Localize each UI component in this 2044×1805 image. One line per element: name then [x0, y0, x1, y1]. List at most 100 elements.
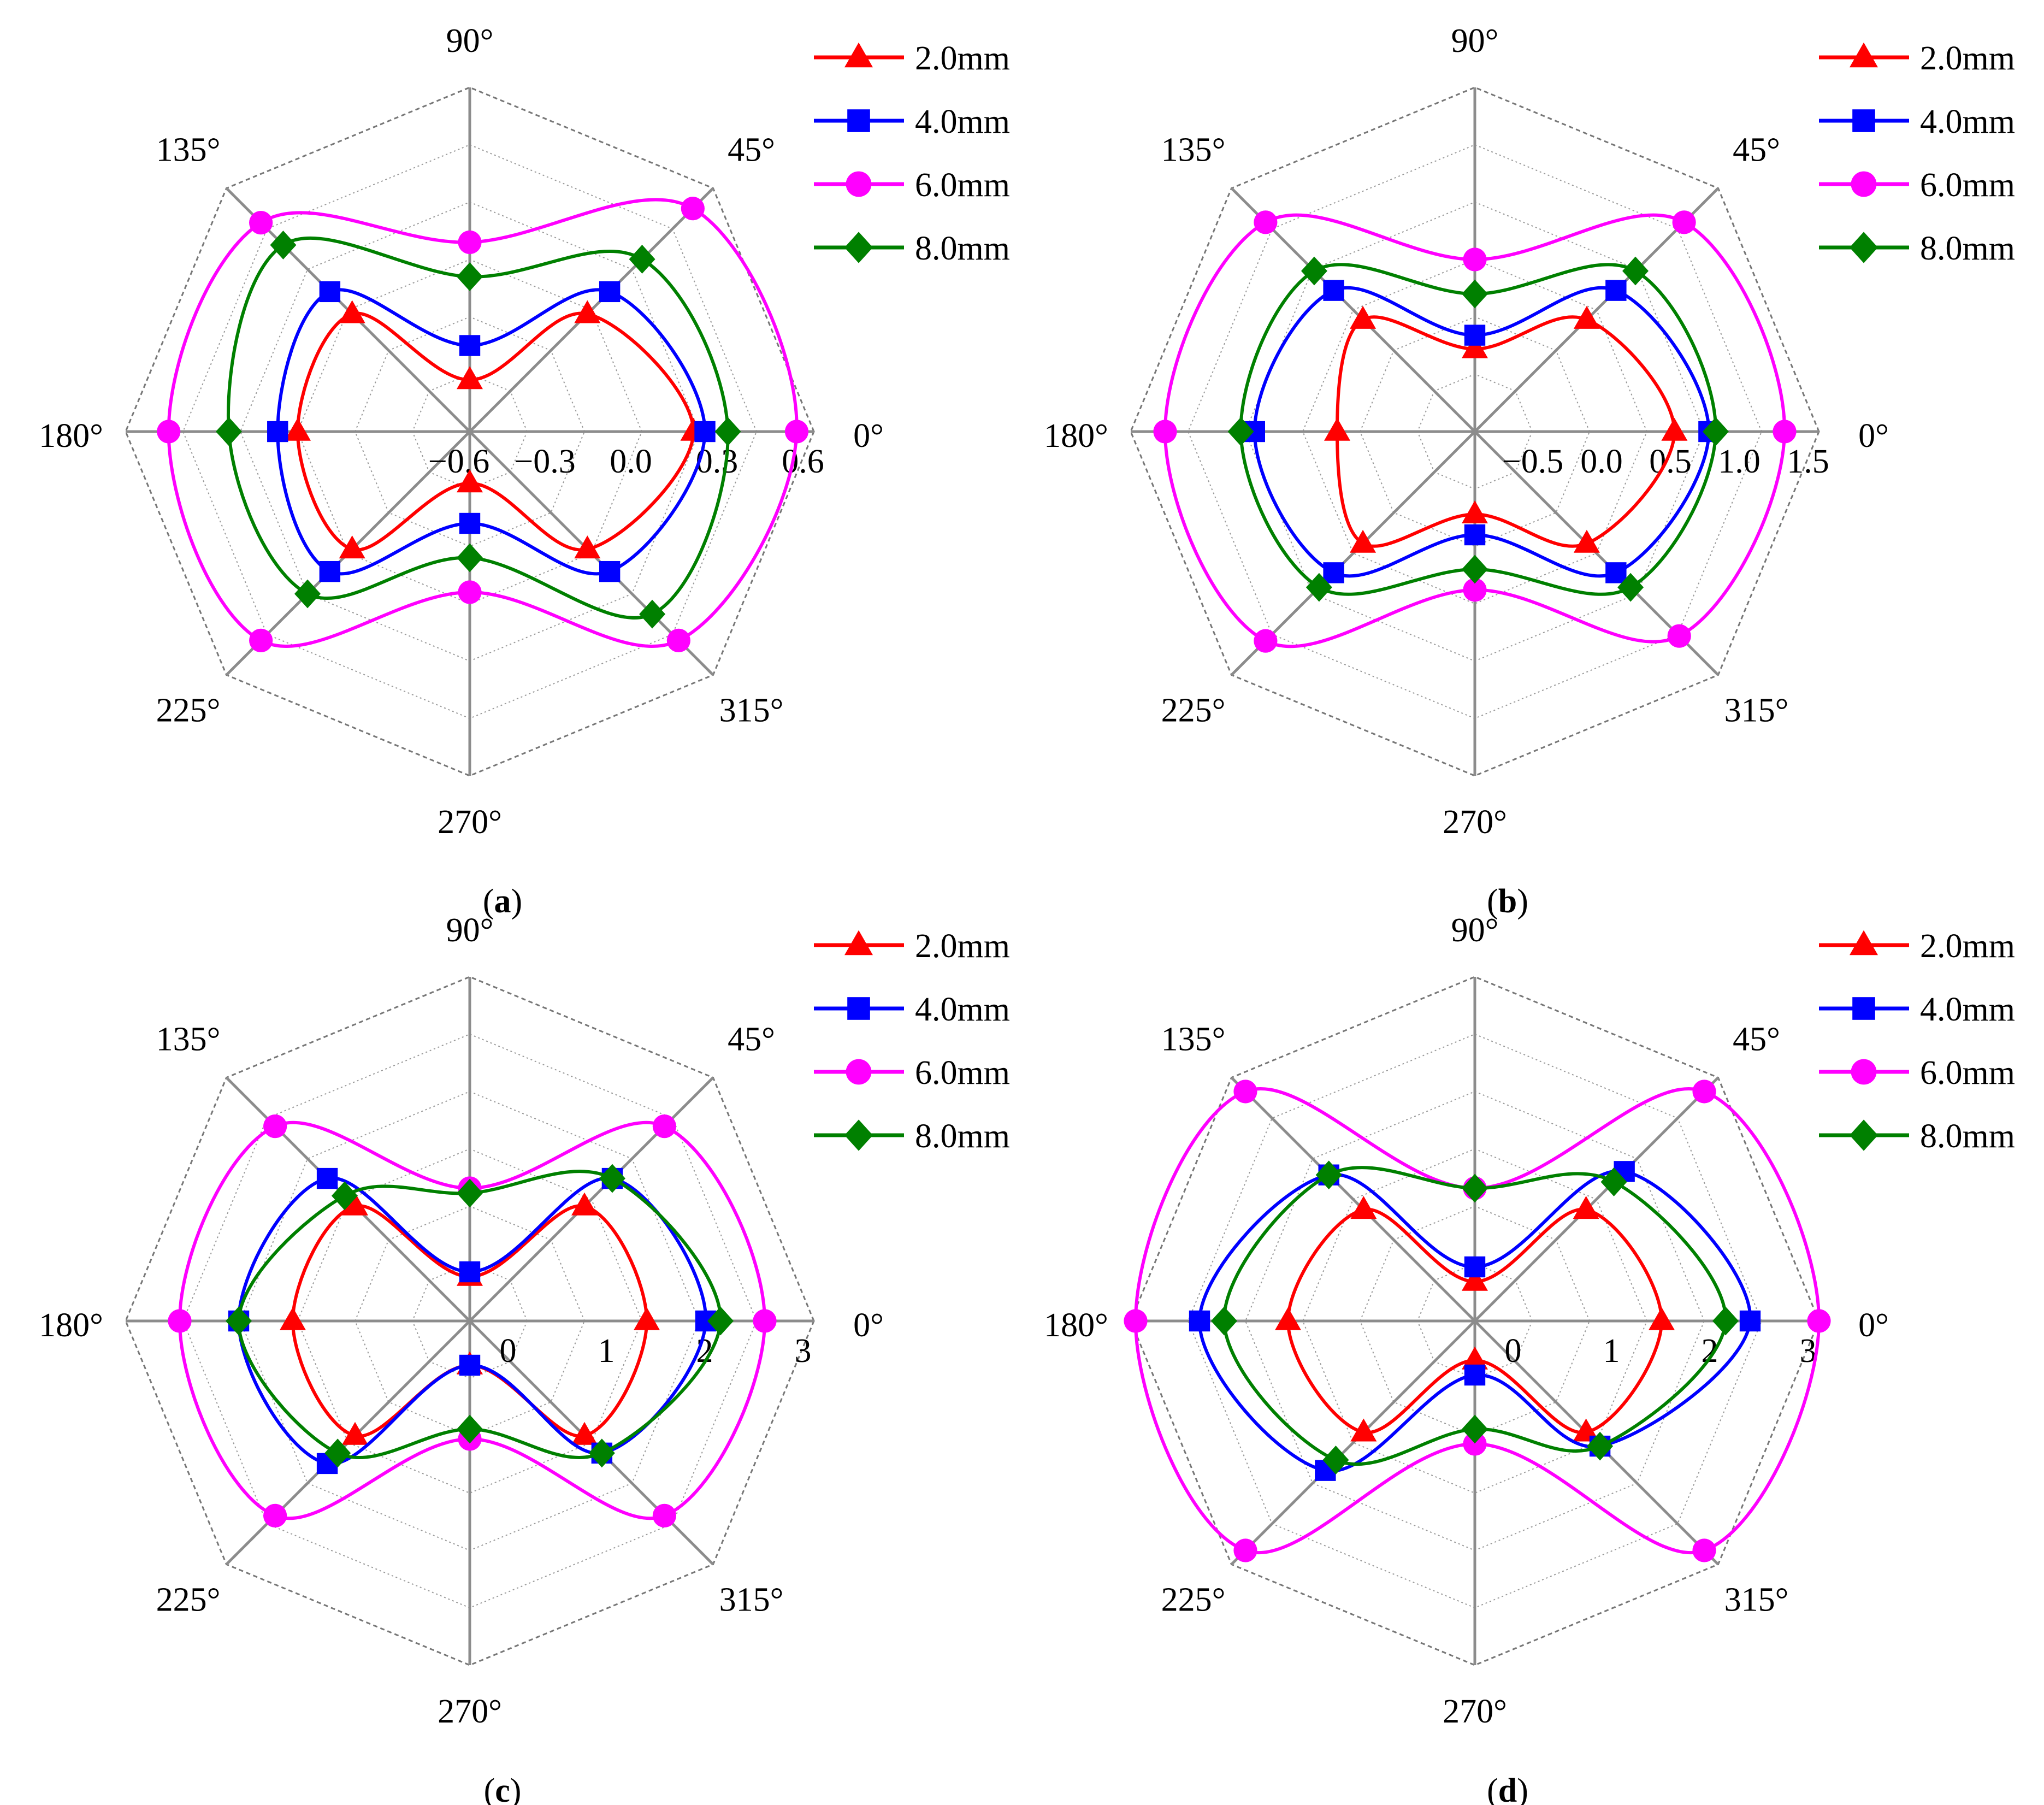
- angle-label: 180°: [39, 417, 103, 455]
- data-point: [1667, 624, 1691, 648]
- radial-tick-label: 1.0: [1718, 443, 1761, 480]
- angle-label: 0°: [853, 417, 884, 455]
- data-point: [457, 366, 483, 390]
- data-point: [331, 1181, 358, 1211]
- axis-spoke: [1230, 1076, 1476, 1322]
- data-point: [1649, 1307, 1675, 1330]
- data-point: [1153, 420, 1177, 444]
- angle-label: 90°: [1451, 912, 1499, 949]
- angle-label: 270°: [1443, 1693, 1507, 1730]
- angle-label: 0°: [1858, 1307, 1889, 1344]
- data-point: [681, 197, 705, 221]
- data-point: [666, 628, 690, 652]
- legend-label: 2.0mm: [915, 928, 1010, 965]
- series-6.0mm: [1153, 210, 1797, 653]
- data-point: [341, 1192, 368, 1216]
- legend-label: 2.0mm: [1920, 928, 2015, 965]
- data-point: [588, 1438, 615, 1468]
- angle-label: 90°: [1451, 22, 1499, 60]
- data-point: [1712, 1306, 1739, 1336]
- radial-tick-label: 1.5: [1787, 443, 1829, 480]
- data-point: [571, 1192, 598, 1216]
- series-6.0mm: [168, 1114, 777, 1527]
- data-point: [1305, 573, 1332, 602]
- data-point: [1350, 529, 1377, 553]
- data-point: [1739, 1310, 1761, 1332]
- data-point: [1323, 280, 1344, 301]
- data-point: [458, 580, 482, 604]
- legend-marker: [1851, 171, 1877, 197]
- angle-label: 45°: [728, 1021, 775, 1058]
- data-point: [216, 417, 242, 446]
- data-point: [1323, 562, 1344, 583]
- data-point: [1661, 417, 1688, 441]
- data-point: [1462, 500, 1488, 523]
- radial-tick-label: 0.0: [1580, 443, 1623, 480]
- angle-label: 45°: [728, 132, 775, 169]
- angle-label: 0°: [853, 1307, 884, 1344]
- radial-tick-label: 0.0: [610, 443, 652, 480]
- data-point: [458, 230, 482, 255]
- legend-label: 2.0mm: [915, 40, 1010, 77]
- legend-marker: [1850, 930, 1878, 955]
- data-point: [459, 1354, 481, 1376]
- angle-label: 315°: [1724, 692, 1789, 729]
- data-point: [1189, 1310, 1210, 1332]
- legend-marker: [846, 171, 872, 197]
- legend-marker: [1851, 1059, 1877, 1085]
- legend-marker: [1852, 109, 1875, 132]
- data-point: [249, 628, 273, 652]
- data-point: [1315, 1160, 1342, 1190]
- legend-label: 4.0mm: [915, 103, 1010, 140]
- data-point: [1807, 1309, 1831, 1333]
- data-point: [1275, 1307, 1301, 1330]
- data-point: [1464, 524, 1486, 546]
- angle-label: 135°: [1161, 1021, 1226, 1058]
- angle-label: 180°: [1044, 1307, 1108, 1344]
- data-point: [1462, 1346, 1488, 1370]
- legend-marker: [1850, 42, 1878, 68]
- data-point: [457, 262, 483, 291]
- grid-ring: [1302, 258, 1648, 605]
- angle-label: 270°: [1443, 804, 1507, 841]
- data-point: [1703, 417, 1729, 446]
- angle-label: 225°: [1161, 1581, 1226, 1618]
- data-point: [1464, 325, 1486, 346]
- data-point: [168, 1309, 192, 1333]
- data-point: [1227, 417, 1254, 446]
- angle-label: 180°: [39, 1307, 103, 1344]
- data-point: [226, 1306, 252, 1336]
- data-point: [694, 421, 716, 443]
- data-point: [1322, 1446, 1349, 1474]
- data-point: [1254, 629, 1278, 653]
- data-point: [1464, 1364, 1486, 1386]
- legend-marker: [844, 232, 873, 263]
- legend-marker: [844, 42, 873, 68]
- legend-label: 8.0mm: [1920, 230, 2015, 267]
- data-point: [459, 335, 481, 356]
- data-point: [639, 599, 666, 629]
- data-point: [629, 245, 655, 274]
- data-point: [457, 1178, 483, 1208]
- axis-spoke: [1230, 1320, 1476, 1566]
- radial-tick-label: 3: [795, 1332, 812, 1370]
- data-point: [1462, 1173, 1488, 1203]
- data-point: [267, 421, 288, 443]
- data-point: [319, 281, 341, 303]
- data-point: [1254, 210, 1278, 234]
- angle-label: 45°: [1733, 132, 1780, 169]
- data-point: [294, 579, 321, 609]
- data-point: [280, 1307, 306, 1330]
- panel-label: (a): [483, 883, 522, 920]
- radial-tick-label: 0: [1505, 1332, 1522, 1370]
- data-point: [1573, 529, 1600, 553]
- data-point: [319, 561, 341, 582]
- radial-tick-label: 1: [598, 1332, 615, 1370]
- data-point: [574, 300, 601, 323]
- data-point: [1350, 1418, 1377, 1442]
- data-point: [1463, 247, 1487, 272]
